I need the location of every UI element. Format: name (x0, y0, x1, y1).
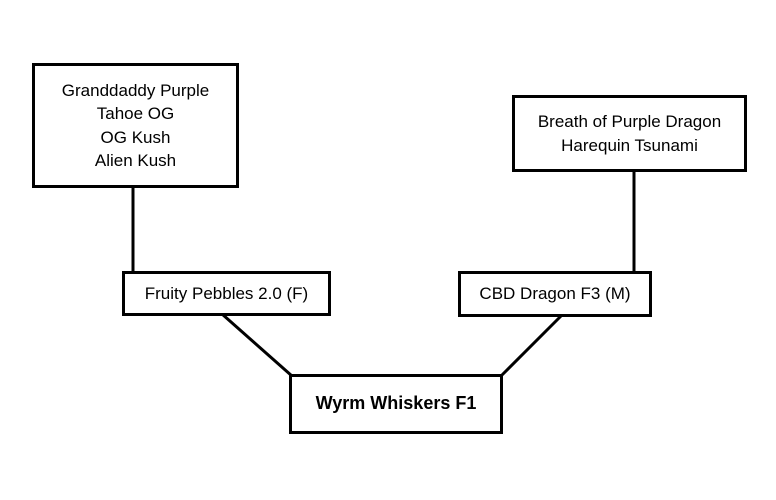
connector-mother-to-offspring (221, 312, 293, 378)
father-box: CBD Dragon F3 (M) (458, 271, 652, 317)
offspring-box: Wyrm Whiskers F1 (289, 374, 503, 434)
left-grandparent-3: OG Kush (100, 127, 171, 147)
offspring-label: Wyrm Whiskers F1 (315, 393, 477, 414)
right-grandparent-1: Breath of Purple Dragon (537, 112, 722, 131)
father-label: CBD Dragon F3 (M) (479, 284, 631, 304)
left-grandparent-2: Tahoe OG (96, 104, 175, 123)
right-grandparent-2: Harequin Tsunami (561, 135, 698, 155)
right-grandparents-box: Breath of Purple Dragon Harequin Tsunami (512, 95, 747, 172)
left-grandparents-box: Granddaddy Purple Tahoe OG OG Kush Alien… (32, 63, 239, 188)
mother-label: Fruity Pebbles 2.0 (F) (144, 283, 309, 303)
mother-box: Fruity Pebbles 2.0 (F) (122, 271, 331, 316)
left-grandparent-4: Alien Kush (94, 151, 177, 170)
connector-father-to-offspring (499, 314, 563, 378)
left-grandparent-1: Granddaddy Purple (61, 80, 210, 100)
